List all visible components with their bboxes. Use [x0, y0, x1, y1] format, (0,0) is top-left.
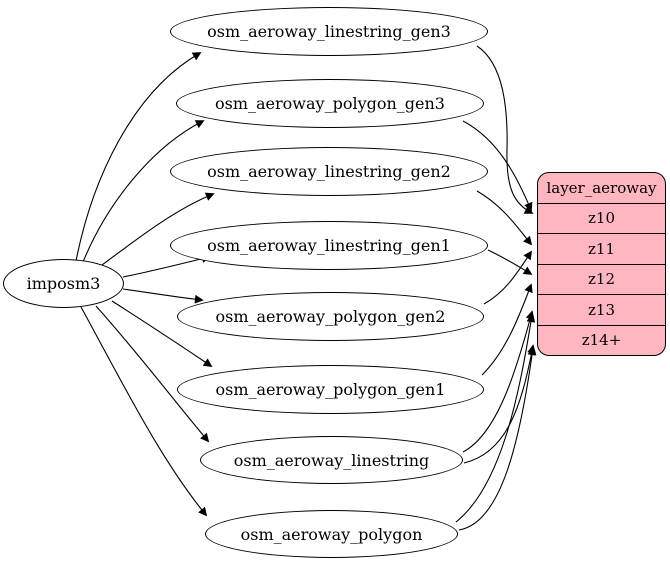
edge-osm_aeroway_linestring_gen2-to-z11 — [476, 190, 533, 246]
edge-imposm3-to-osm_aeroway_linestring — [95, 305, 210, 443]
node-osm-aeroway-linestring-gen3-label: osm_aeroway_linestring_gen3 — [207, 22, 451, 41]
record-row-z11: z11 — [538, 233, 665, 264]
node-imposm3-label: imposm3 — [26, 274, 101, 293]
record-row-z13: z13 — [538, 294, 665, 325]
edge-imposm3-to-osm_aeroway_polygon — [80, 306, 208, 517]
node-layer-aeroway-record: layer_aeroway z10 z11 z12 z13 z14+ — [537, 172, 666, 356]
node-osm-aeroway-polygon-label: osm_aeroway_polygon — [240, 524, 423, 544]
record-header-layer-aeroway: layer_aeroway — [546, 178, 657, 197]
edge-osm_aeroway_polygon_gen2-to-z11 — [483, 250, 532, 305]
edge-osm_aeroway_linestring_gen3-to-z10 — [476, 45, 534, 214]
record-row-z12: z12 — [538, 263, 665, 295]
node-osm-aeroway-linestring-gen1-label: osm_aeroway_linestring_gen1 — [207, 236, 451, 255]
node-osm-aeroway-linestring-gen2: osm_aeroway_linestring_gen2 — [170, 147, 488, 196]
edge-osm_aeroway_polygon_gen3-to-z10 — [462, 120, 533, 212]
edge-osm_aeroway_linestring_gen1-to-z12 — [487, 249, 533, 275]
node-osm-aeroway-polygon: osm_aeroway_polygon — [205, 510, 458, 558]
edge-imposm3-to-osm_aeroway_polygon_gen2 — [122, 288, 204, 304]
edge-imposm3-to-osm_aeroway_linestring_gen3 — [75, 52, 202, 262]
edge-imposm3-to-osm_aeroway_polygon_gen1 — [111, 300, 213, 367]
edge-imposm3-to-osm_aeroway_linestring_gen2 — [97, 192, 215, 269]
record-row-z14plus: z14+ — [538, 324, 665, 356]
node-osm-aeroway-polygon-gen1: osm_aeroway_polygon_gen1 — [177, 365, 484, 414]
node-osm-aeroway-polygon-gen3-label: osm_aeroway_polygon_gen3 — [215, 94, 445, 113]
node-osm-aeroway-linestring-gen1: osm_aeroway_linestring_gen1 — [170, 221, 488, 270]
node-osm-aeroway-polygon-gen2-label: osm_aeroway_polygon_gen2 — [215, 307, 446, 326]
record-row-z10: z10 — [538, 202, 665, 234]
node-osm-aeroway-linestring: osm_aeroway_linestring — [200, 436, 463, 484]
edge-imposm3-to-osm_aeroway_polygon_gen3 — [82, 120, 205, 263]
node-osm-aeroway-linestring-gen3: osm_aeroway_linestring_gen3 — [170, 7, 488, 56]
node-imposm3: imposm3 — [3, 259, 124, 308]
edge-osm_aeroway_linestring-to-z13 — [462, 310, 535, 453]
node-osm-aeroway-polygon-gen3: osm_aeroway_polygon_gen3 — [176, 79, 484, 128]
node-osm-aeroway-polygon-gen1-label: osm_aeroway_polygon_gen1 — [215, 380, 446, 399]
edge-osm_aeroway_polygon_gen1-to-z12 — [481, 283, 533, 376]
edge-osm_aeroway_polygon-to-z13 — [455, 313, 536, 523]
node-osm-aeroway-polygon-gen2: osm_aeroway_polygon_gen2 — [177, 292, 484, 341]
edge-imposm3-to-osm_aeroway_linestring_gen1 — [122, 254, 211, 278]
edge-osm_aeroway_linestring-to-z14+ — [463, 344, 537, 464]
node-osm-aeroway-linestring-gen2-label: osm_aeroway_linestring_gen2 — [207, 162, 451, 181]
edge-osm_aeroway_polygon-to-z14+ — [458, 346, 537, 531]
node-osm-aeroway-linestring-label: osm_aeroway_linestring — [233, 450, 430, 470]
